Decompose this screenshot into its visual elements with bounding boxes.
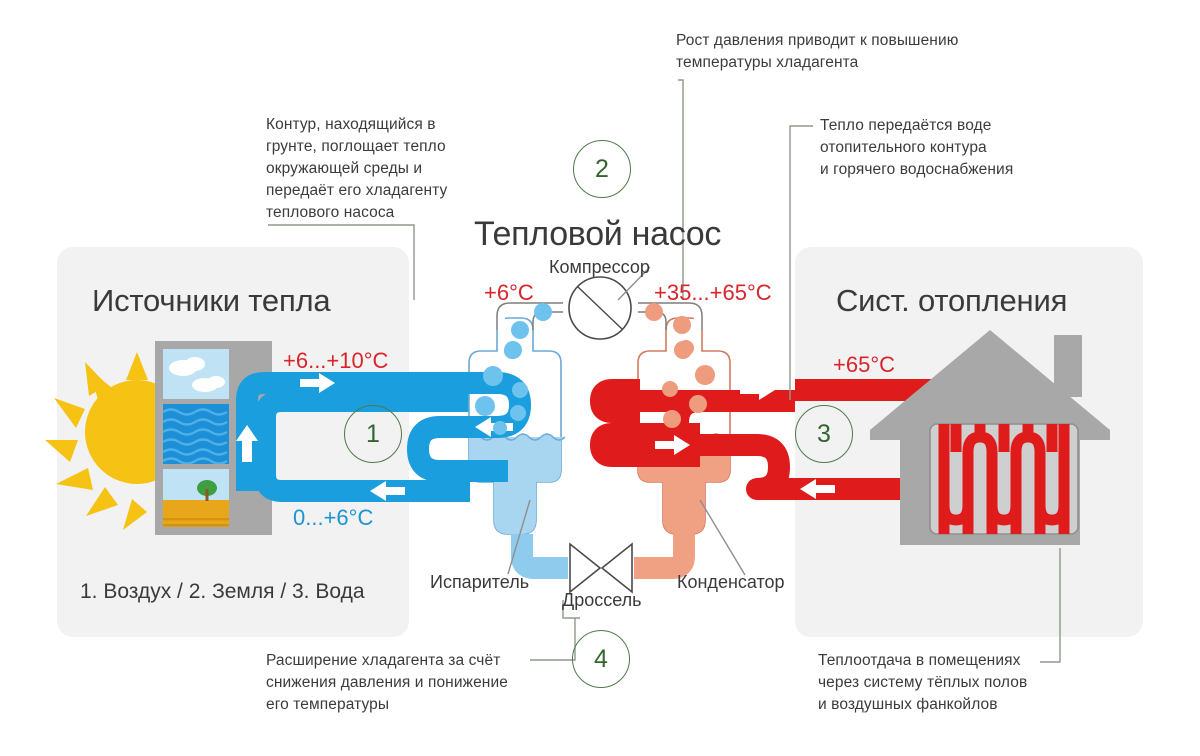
annotation-pressure-rise: Рост давления приводит к повышению темпе…: [676, 32, 959, 71]
arrow-right-hot-supply: [740, 380, 775, 400]
step-label-1: 1: [366, 419, 380, 448]
step-circle-2: 2: [573, 140, 631, 198]
annotation-loop-ground: Контур, находящийся в грунте, поглощает …: [266, 116, 448, 221]
temp-heating-supply: +65°C: [833, 352, 896, 377]
bubbles-compressor-hot: [645, 303, 694, 356]
evaporator-assembly: [407, 317, 566, 535]
arrow-right-supply: [300, 373, 335, 393]
temp-source-return: 0...+6°C: [293, 505, 374, 530]
arrow-up-source: [236, 425, 258, 462]
step-label-4: 4: [594, 644, 608, 673]
step-circle-1: 1: [344, 405, 402, 463]
panel-title-heat-sources: Источники тепла: [92, 283, 331, 318]
temp-condenser: +35...+65°C: [654, 280, 772, 305]
temp-evaporator: +6°C: [484, 280, 534, 305]
throttle-label: Дроссель: [562, 590, 642, 610]
step-label-2: 2: [595, 154, 609, 183]
evaporator-label: Испаритель: [430, 572, 530, 592]
tile-air: [163, 349, 229, 399]
throttle-valve: [511, 534, 695, 594]
radiator-coil: [929, 423, 1079, 535]
step-label-3: 3: [817, 419, 831, 448]
condenser-assembly: [589, 317, 795, 535]
compressor-label: Компрессор: [549, 257, 650, 277]
panel-caption-sources: 1. Воздух / 2. Земля / 3. Вода: [80, 580, 365, 603]
condenser-label: Конденсатор: [677, 572, 785, 592]
cold-source-loop: [236, 372, 470, 502]
heat-pump-title: Тепловой насос: [474, 215, 722, 253]
temp-source-supply: +6...+10°C: [283, 348, 389, 373]
vapor-bubbles-cold: [475, 341, 528, 435]
step-circle-4: 4: [572, 630, 630, 688]
panel-title-heating-system: Сист. отопления: [836, 283, 1068, 318]
leader-lines: [268, 79, 1061, 663]
annotation-expansion: Расширение хладагента за счёт снижения д…: [266, 652, 508, 713]
tile-water: [163, 404, 229, 464]
annotation-room-heat: Теплоотдача в помещениях через систему т…: [818, 652, 1028, 713]
tile-ground: [163, 469, 229, 527]
compressor-icon: [568, 276, 632, 340]
step-circle-3: 3: [795, 405, 853, 463]
arrow-left-hot-return: [800, 479, 835, 499]
annotation-heat-to-water: Тепло передаётся воде отопительного конт…: [820, 117, 1014, 178]
bubbles-compressor-cold: [504, 303, 552, 359]
arrow-right-condenser: [655, 435, 690, 455]
arrow-left-return: [370, 481, 405, 501]
compressor-circuit: [489, 276, 710, 359]
